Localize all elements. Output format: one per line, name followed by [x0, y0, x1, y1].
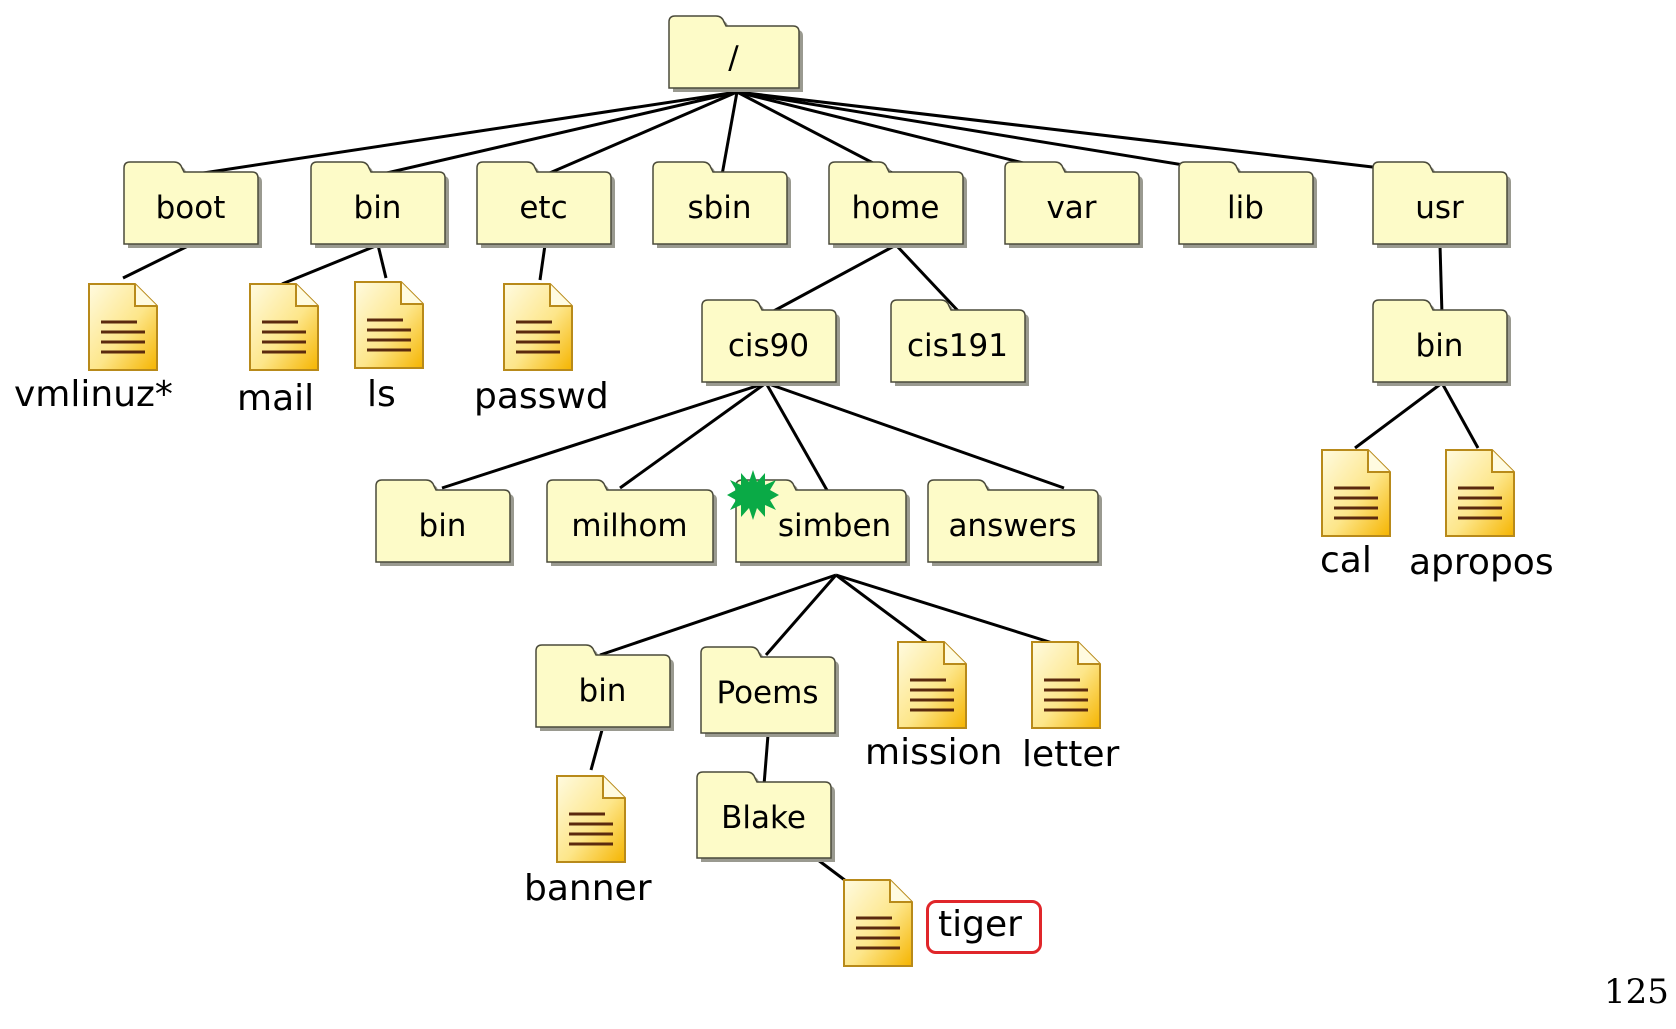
file-mission[interactable]: [896, 640, 968, 730]
text-file-icon: [843, 879, 913, 967]
folder-cis90[interactable]: cis90: [701, 298, 841, 386]
text-file-icon: [354, 281, 424, 369]
file-label: apropos: [1409, 542, 1554, 583]
text-file-icon: [1445, 449, 1515, 537]
folder-icon: [890, 299, 1029, 386]
folder-label: bin: [418, 508, 467, 544]
folder-label: simben: [777, 508, 892, 544]
text-file-icon: [1321, 449, 1391, 537]
folder-home[interactable]: home: [828, 160, 968, 248]
folder-label: sbin: [687, 190, 752, 226]
file-vmlinuz[interactable]: [87, 282, 159, 372]
folder-label: answers: [948, 508, 1077, 544]
folder-lib[interactable]: lib: [1178, 160, 1318, 248]
folder-icon: [1004, 161, 1143, 248]
file-mail[interactable]: [248, 282, 320, 372]
folder-label: boot: [155, 190, 226, 226]
folder-icon: [700, 646, 839, 737]
file-label: banner: [524, 868, 652, 909]
file-banner[interactable]: [555, 774, 627, 864]
folder-milhom[interactable]: milhom: [546, 478, 718, 566]
file-label: vmlinuz*: [14, 374, 173, 415]
folder-icon: [546, 479, 717, 566]
folder-boot[interactable]: boot: [123, 160, 263, 248]
tiger-highlight-box: [926, 900, 1042, 954]
folder-label: lib: [1227, 190, 1264, 226]
folder-label: milhom: [571, 508, 688, 544]
text-file-icon: [88, 283, 158, 371]
folder-icon: [652, 161, 791, 248]
file-label: passwd: [474, 376, 609, 417]
current-directory-marker-icon: [727, 470, 779, 520]
folder-icon: [701, 299, 840, 386]
folder-label: cis90: [727, 328, 810, 364]
file-cal[interactable]: [1320, 448, 1392, 538]
folder-label: var: [1046, 190, 1097, 226]
folder-poems[interactable]: Poems: [700, 645, 840, 737]
folder-var[interactable]: var: [1004, 160, 1144, 248]
folder-icon: [668, 15, 803, 92]
folder-icon: [1372, 299, 1511, 386]
folder-icon: [1178, 161, 1317, 248]
folder-label: bin: [1415, 328, 1464, 364]
folder-icon: [828, 161, 967, 248]
file-label: mail: [237, 378, 315, 419]
folder-blake[interactable]: Blake: [696, 770, 836, 862]
folder-simben[interactable]: simben: [735, 478, 911, 566]
text-file-icon: [503, 283, 573, 371]
file-label: letter: [1022, 734, 1120, 775]
file-apropos[interactable]: [1444, 448, 1516, 538]
folder-usr[interactable]: usr: [1372, 160, 1512, 248]
folder-etc[interactable]: etc: [476, 160, 616, 248]
text-file-icon: [249, 283, 319, 371]
folder-icon: [123, 161, 262, 248]
folder-answers[interactable]: answers: [927, 478, 1103, 566]
folder-icon: [696, 771, 835, 862]
file-ls[interactable]: [353, 280, 425, 370]
folder-cis191[interactable]: cis191: [890, 298, 1030, 386]
folder-label: bin: [578, 673, 627, 709]
folder-icon: [535, 644, 674, 731]
folder-sbin[interactable]: sbin: [652, 160, 792, 248]
file-label: ls: [367, 374, 396, 415]
file-letter[interactable]: [1030, 640, 1102, 730]
file-label: mission: [865, 732, 1003, 773]
folder-cis90-bin[interactable]: bin: [375, 478, 515, 566]
folder-label: home: [851, 190, 940, 226]
folder-icon: [1372, 161, 1511, 248]
folder-usr-bin[interactable]: bin: [1372, 298, 1512, 386]
page-number: 125: [1604, 972, 1669, 1012]
text-file-icon: [897, 641, 967, 729]
folder-label: etc: [519, 190, 568, 226]
folder-label: Blake: [721, 800, 806, 836]
folder-label: Poems: [716, 675, 819, 711]
text-file-icon: [1031, 641, 1101, 729]
folder-simben-bin[interactable]: bin: [535, 643, 675, 731]
folder-label: cis191: [907, 328, 1008, 364]
folder-root[interactable]: /: [668, 14, 804, 92]
folder-bin[interactable]: bin: [310, 160, 450, 248]
file-label: tiger: [938, 904, 1022, 945]
folder-icon: [476, 161, 615, 248]
folder-icon: [735, 479, 910, 566]
folder-label: bin: [353, 190, 402, 226]
file-label: cal: [1320, 540, 1372, 581]
folder-icon: [375, 479, 514, 566]
folder-icon: [310, 161, 449, 248]
folder-label: usr: [1415, 190, 1464, 226]
folder-label: /: [728, 40, 739, 76]
text-file-icon: [556, 775, 626, 863]
folder-icon: [927, 479, 1102, 566]
file-tiger[interactable]: [842, 878, 914, 968]
file-passwd[interactable]: [502, 282, 574, 372]
